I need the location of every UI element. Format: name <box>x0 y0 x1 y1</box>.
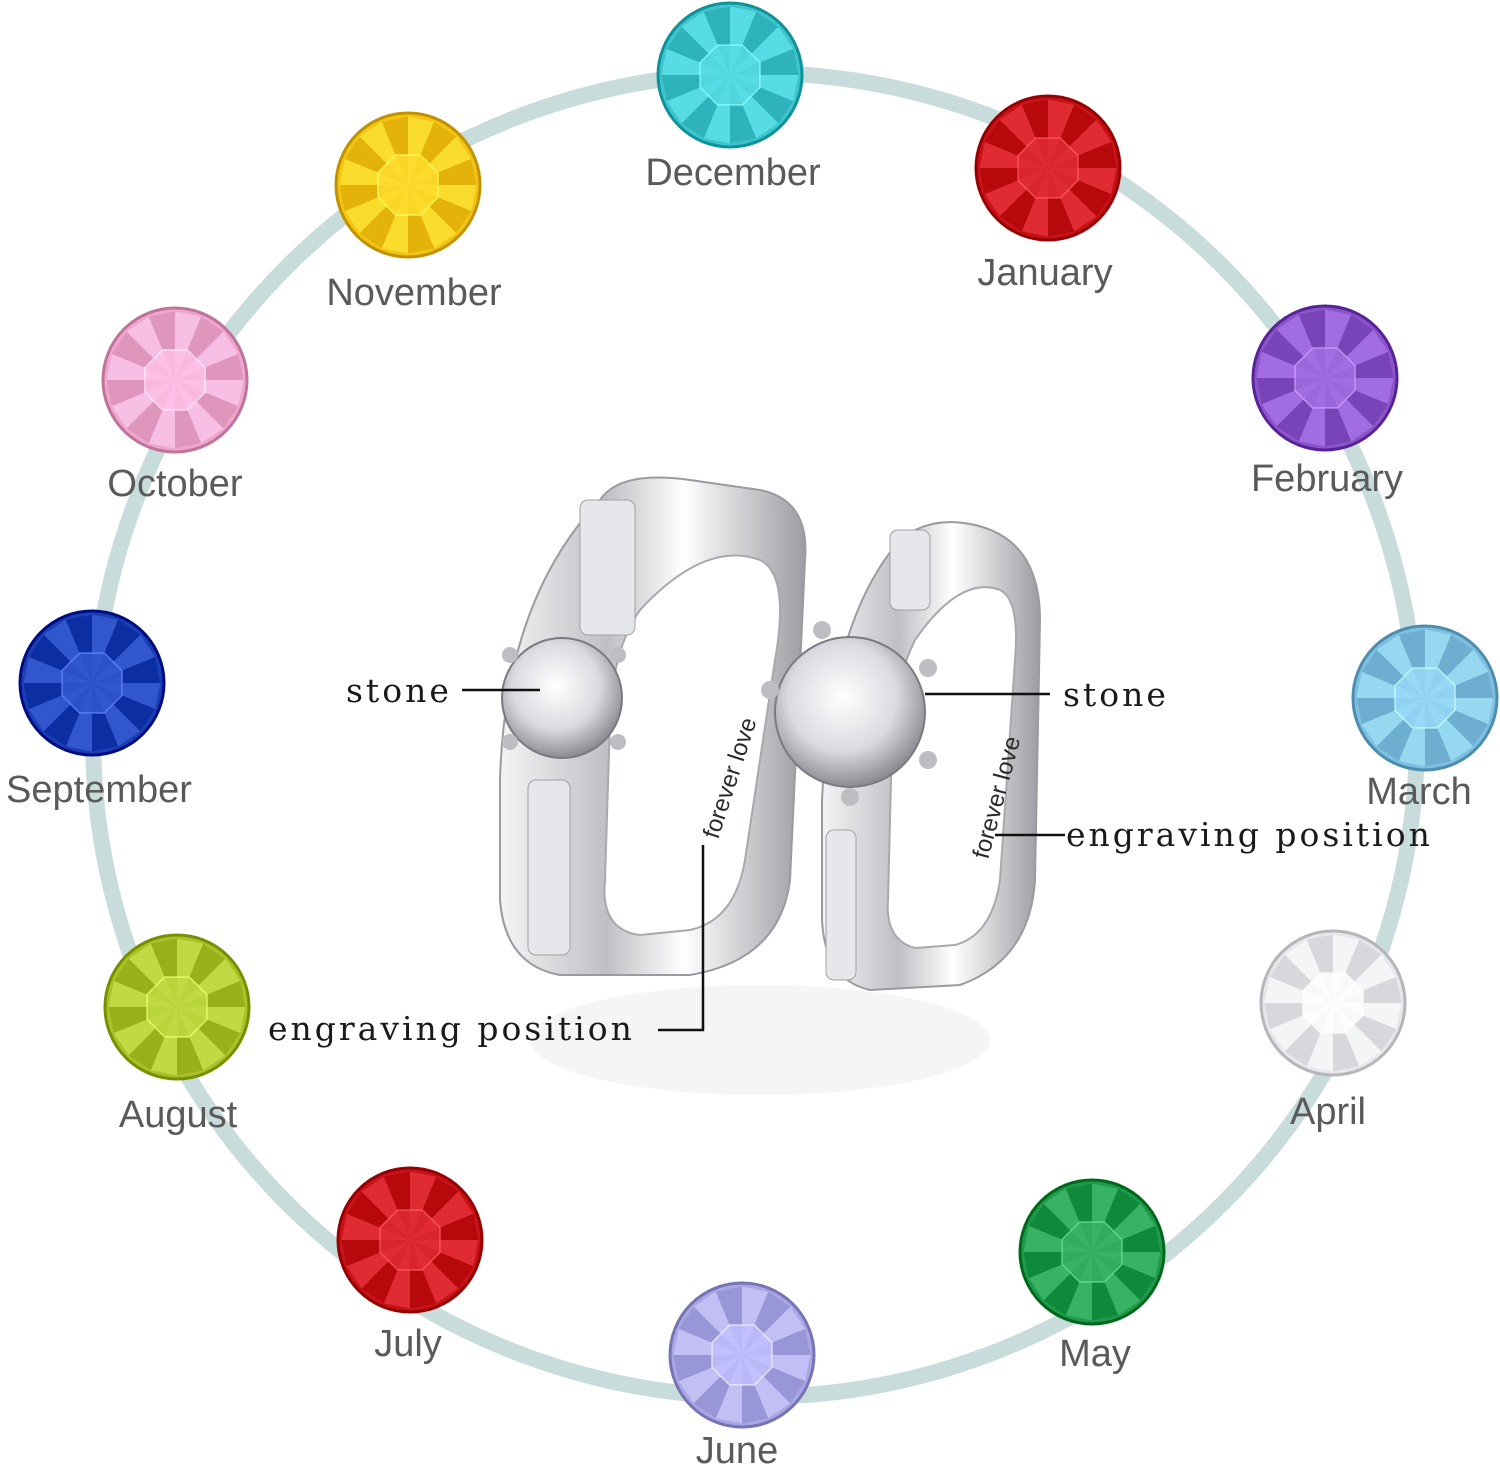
july-gem-icon <box>336 1166 484 1314</box>
left-ring-stone <box>501 637 623 759</box>
august-label: August <box>118 1094 238 1136</box>
right-stone-label: stone <box>1063 675 1169 714</box>
august-gem-icon <box>103 933 251 1081</box>
right-ring-stone <box>774 636 926 788</box>
right-engraving-label: engraving position <box>1066 815 1433 854</box>
may-gem-icon <box>1018 1178 1166 1326</box>
ring-pair-illustration: forever love forever love <box>462 476 1065 1095</box>
left-stone-label: stone <box>346 671 452 710</box>
january-label: January <box>977 252 1113 294</box>
october-gem-icon <box>101 306 249 454</box>
left-engraving-label: engraving position <box>268 1009 635 1048</box>
november-label: November <box>326 272 502 314</box>
october-label: October <box>107 463 243 505</box>
birthstone-gems <box>18 1 1499 1429</box>
june-gem-icon <box>668 1281 816 1429</box>
april-label: April <box>1289 1091 1367 1133</box>
july-label: July <box>374 1323 442 1365</box>
march-label: March <box>1366 771 1472 813</box>
january-gem-icon <box>974 94 1122 242</box>
september-label: September <box>6 769 192 811</box>
february-label: February <box>1250 458 1404 500</box>
september-gem-icon <box>18 609 166 757</box>
february-gem-icon <box>1251 304 1399 452</box>
left-ring: forever love <box>499 476 807 976</box>
november-gem-icon <box>334 111 482 259</box>
march-gem-icon <box>1351 624 1499 772</box>
june-label: June <box>695 1430 779 1472</box>
december-gem-icon <box>656 1 804 149</box>
left-engraving-leader <box>658 845 705 1032</box>
december-label: December <box>645 152 821 194</box>
may-label: May <box>1059 1333 1131 1375</box>
right-ring: forever love <box>761 521 1042 992</box>
april-gem-icon <box>1259 929 1407 1077</box>
